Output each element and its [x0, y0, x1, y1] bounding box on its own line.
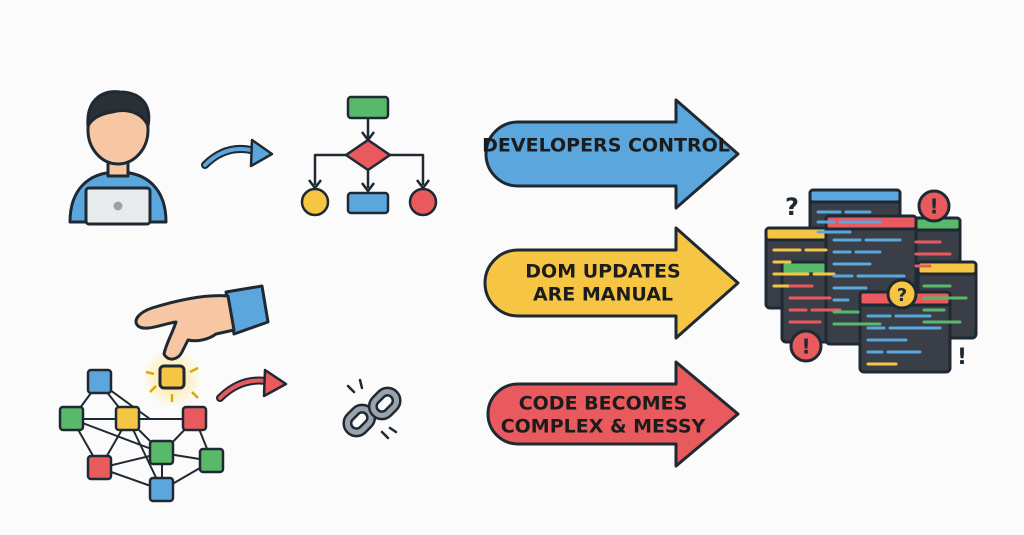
question-mark-icon: ? — [785, 193, 799, 221]
arrow-label-3a: CODE BECOMES — [519, 393, 688, 415]
svg-text:!: ! — [929, 195, 938, 219]
curved-arrow-1-head — [249, 138, 274, 168]
arrow-label-1: DEVELOPERS CONTROL — [482, 135, 730, 157]
arrow-label-2a: DOM UPDATES — [525, 261, 680, 283]
hand-moving-node-icon — [134, 284, 270, 402]
arrow-developers-control: DEVELOPERS CONTROL — [482, 98, 740, 210]
code-lines — [772, 210, 968, 366]
flowchart-icon — [300, 95, 438, 217]
arrow-code-complex: CODE BECOMES COMPLEX & MESSY — [486, 360, 740, 468]
exclamation-mark-icon: ! — [957, 345, 967, 370]
broken-chain-link-icon — [342, 378, 402, 440]
curved-arrow-2-head — [262, 368, 288, 398]
svg-text:?: ? — [897, 285, 907, 306]
arrow-label-2b: ARE MANUAL — [533, 284, 673, 306]
arrow-label-3b: COMPLEX & MESSY — [501, 416, 706, 438]
developer-at-laptop-icon — [68, 90, 168, 226]
arrow-dom-updates: DOM UPDATES ARE MANUAL — [483, 226, 740, 340]
question-bubble-icon: ? — [886, 278, 918, 310]
alert-bottom-icon: ! — [789, 329, 823, 363]
alert-top-icon: ! — [917, 189, 951, 223]
svg-text:!: ! — [801, 335, 810, 359]
node-network-icon — [58, 368, 225, 503]
